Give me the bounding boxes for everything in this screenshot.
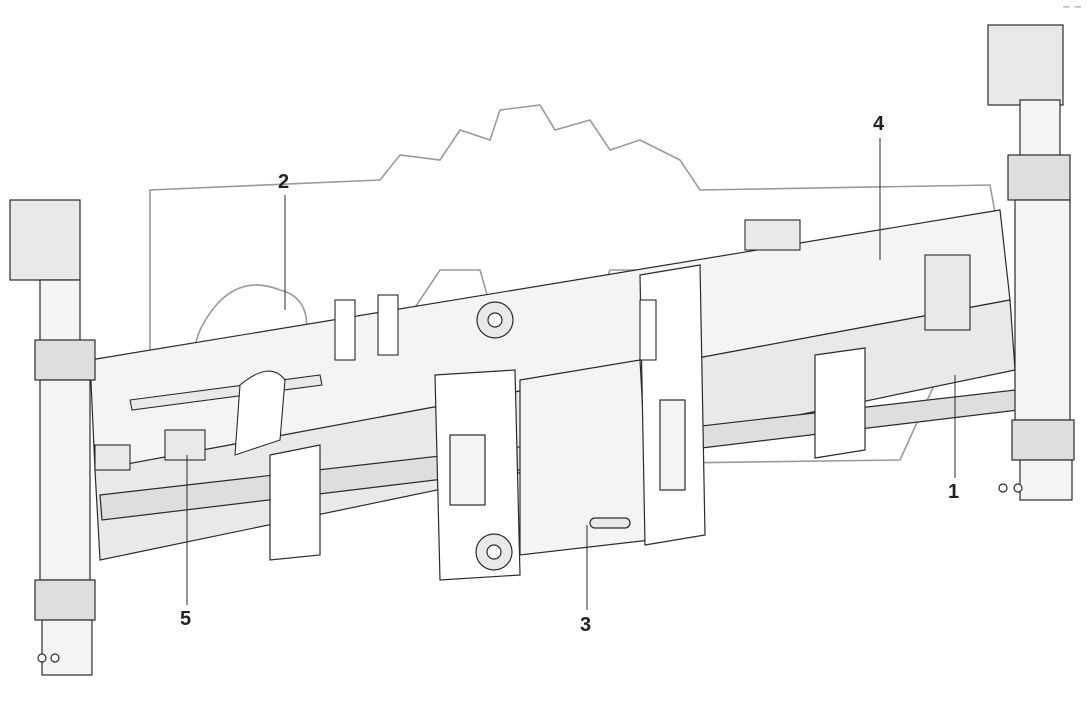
leader-lines xyxy=(186,138,956,610)
callout-4: 4 xyxy=(873,113,885,135)
spring-units xyxy=(129,294,657,456)
callout-1: 1 xyxy=(948,481,960,503)
corner-mark: − − xyxy=(1062,2,1082,13)
right-column xyxy=(987,24,1075,501)
callout-5: 5 xyxy=(180,608,192,630)
callout-2: 2 xyxy=(278,171,290,193)
clamp-units xyxy=(94,219,971,471)
center-carriage xyxy=(434,264,706,581)
left-column xyxy=(9,199,96,676)
callout-3: 3 xyxy=(580,614,592,636)
